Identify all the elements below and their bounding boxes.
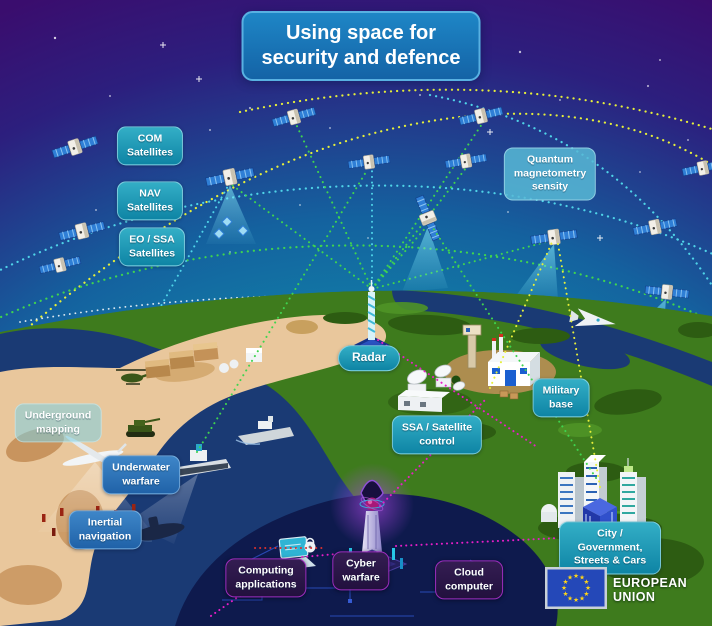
eu-wordmark: EUROPEAN UNION (613, 576, 688, 604)
orbit-arcs (0, 88, 712, 353)
label-city-government: City / Government, Streets & Cars (559, 521, 661, 575)
label-inertial-navigation: Inertial navigation (68, 510, 142, 550)
warship-icon (235, 416, 294, 445)
svg-text:★: ★ (567, 574, 573, 582)
label-underground-mapping: Underground mapping (14, 403, 102, 443)
svg-text:★: ★ (567, 594, 573, 602)
label-nav-satellites: NAV Satellites (116, 181, 184, 221)
gnss-cluster-icon (213, 216, 249, 240)
tank-icon (126, 418, 161, 437)
label-radar: Radar (337, 345, 401, 371)
label-ssa-satellite-control: SSA / Satellite control (391, 415, 483, 455)
sonar-ship-icon (128, 444, 231, 544)
svg-text:★: ★ (579, 574, 585, 582)
satellite-constellation (37, 103, 712, 303)
svg-text:★: ★ (573, 596, 579, 604)
label-military-base: Military base (532, 378, 590, 418)
svg-text:★: ★ (585, 584, 591, 592)
label-eo-ssa-satellites: EO / SSA Satellites (118, 227, 186, 267)
eu-flag-icon: ★★★ ★★★ ★★★ ★★★ (545, 567, 607, 614)
ground-station-icon (388, 364, 472, 415)
label-cyber-warfare: Cyber warfare (332, 551, 390, 591)
label-underwater-warfare: Underwater warfare (102, 455, 180, 495)
star-icon (160, 42, 603, 241)
desert-landmass (0, 314, 387, 626)
svg-text:★: ★ (563, 590, 569, 598)
svg-text:★: ★ (561, 584, 567, 592)
label-com-satellites: COM Satellites (116, 126, 184, 166)
label-computing-applications: Computing applications (225, 558, 307, 598)
label-quantum-magnetometry: Quantum magnetometry sensity (503, 147, 597, 201)
laptop-lock-icon (276, 536, 316, 570)
svg-text:★: ★ (583, 590, 589, 598)
infographic-title: Using space for security and defence (241, 11, 481, 81)
svg-text:★: ★ (573, 572, 579, 580)
svg-text:★: ★ (583, 578, 589, 586)
barracks-icon (144, 342, 262, 379)
fighter-jet-icon (569, 308, 616, 327)
svg-text:★: ★ (563, 578, 569, 586)
svg-text:★: ★ (579, 594, 585, 602)
label-cloud-computer: Cloud computer (435, 560, 503, 600)
